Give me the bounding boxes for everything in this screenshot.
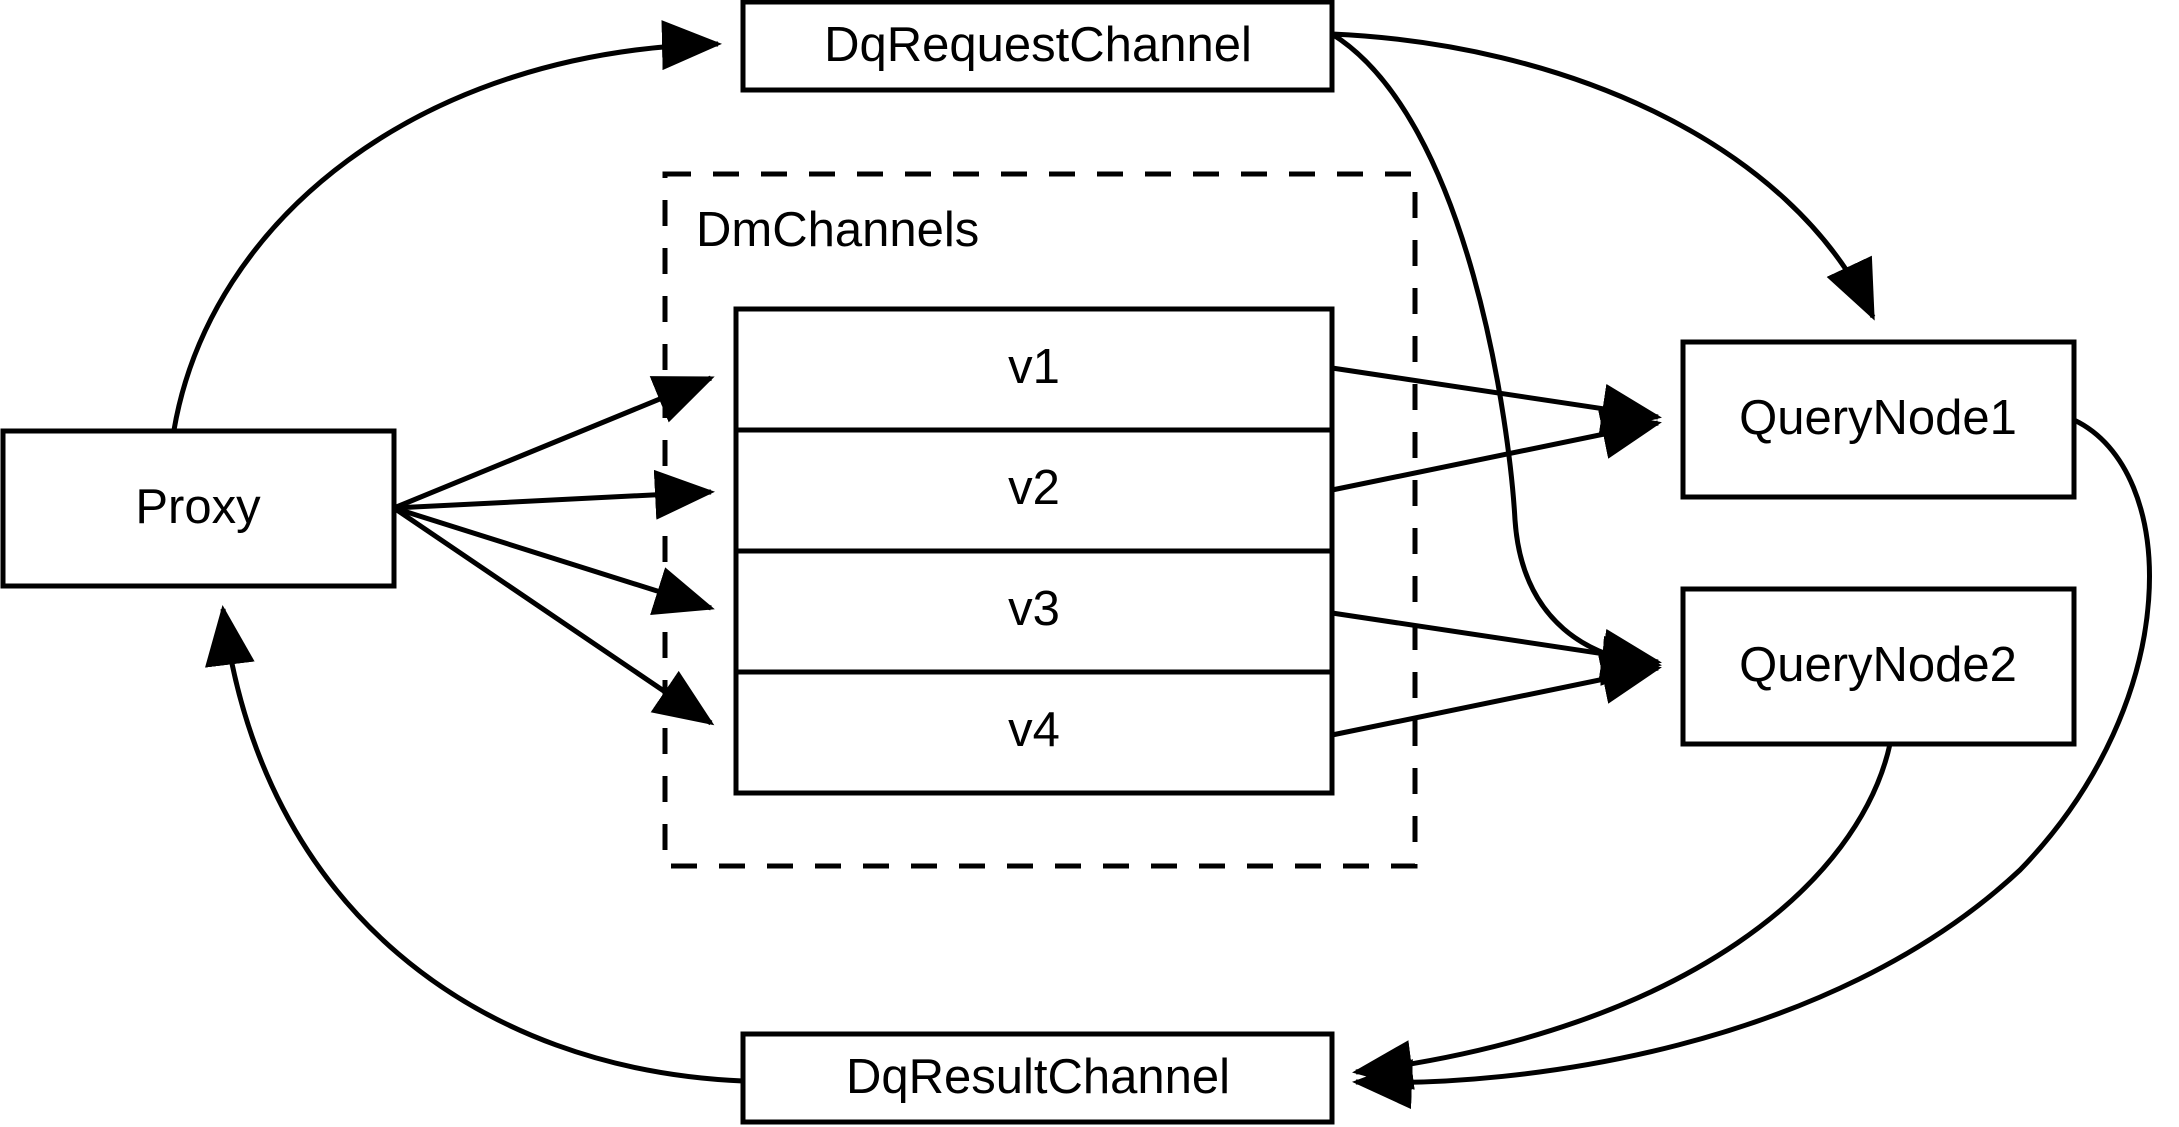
- edge-proxy-to-v1: [393, 375, 715, 511]
- edge-v1-to-query-node-1: [1331, 365, 1662, 434]
- edge-v3-to-query-node-2: [1331, 610, 1662, 679]
- edge-dq-result-channel-to-proxy: [205, 605, 744, 1084]
- node-query-node-1-label: QueryNode1: [1739, 391, 2017, 445]
- node-dq-request-channel-label: DqRequestChannel: [824, 18, 1252, 72]
- node-query-node-1-box[interactable]: [1680, 339, 2077, 500]
- dm-channels-group-label: DmChannels: [696, 203, 979, 257]
- node-proxy[interactable]: Proxy: [0, 428, 397, 589]
- node-query-node-2-label: QueryNode2: [1739, 638, 2017, 692]
- node-query-node-2-box[interactable]: [1680, 586, 2077, 747]
- edge-query-node-1-to-dq-result-channel: [1352, 417, 2152, 1110]
- edge-v4-to-query-node-2: [1331, 654, 1662, 738]
- node-query-node-1[interactable]: QueryNode1: [1680, 339, 2077, 500]
- edge-v2-to-query-node-1: [1331, 409, 1662, 493]
- edge-proxy-to-v2: [393, 469, 715, 520]
- edge-query-node-2-to-dq-result-channel: [1352, 743, 1893, 1090]
- node-dq-result-channel-label: DqResultChannel: [846, 1050, 1230, 1104]
- vchannel-table: v1 v2 v3 v4: [733, 306, 1335, 796]
- node-dq-result-channel[interactable]: DqResultChannel: [740, 1031, 1335, 1125]
- edge-proxy-to-v4: [392, 505, 715, 726]
- node-proxy-box[interactable]: [0, 428, 397, 589]
- edge-proxy-to-v3: [393, 505, 715, 615]
- node-dq-request-channel[interactable]: DqRequestChannel: [740, 0, 1335, 93]
- vchannel-row-v3[interactable]: v3: [1008, 582, 1060, 636]
- node-proxy-label: Proxy: [135, 480, 261, 534]
- vchannel-row-v1[interactable]: v1: [1008, 340, 1060, 394]
- vchannel-row-v2[interactable]: v2: [1008, 461, 1060, 515]
- edge-proxy-to-dq-request-channel: [171, 20, 722, 431]
- node-query-node-2[interactable]: QueryNode2: [1680, 586, 2077, 747]
- edge-dq-request-channel-to-query-node-2: [1330, 31, 1662, 686]
- edge-layer: [171, 20, 2152, 1110]
- vchannel-row-v4[interactable]: v4: [1008, 703, 1060, 757]
- node-dq-request-channel-box[interactable]: [740, 0, 1335, 93]
- node-dq-result-channel-box[interactable]: [740, 1031, 1335, 1125]
- dm-channels-group: DmChannels: [662, 171, 1418, 869]
- edge-dq-request-channel-to-query-node-1: [1331, 31, 1876, 321]
